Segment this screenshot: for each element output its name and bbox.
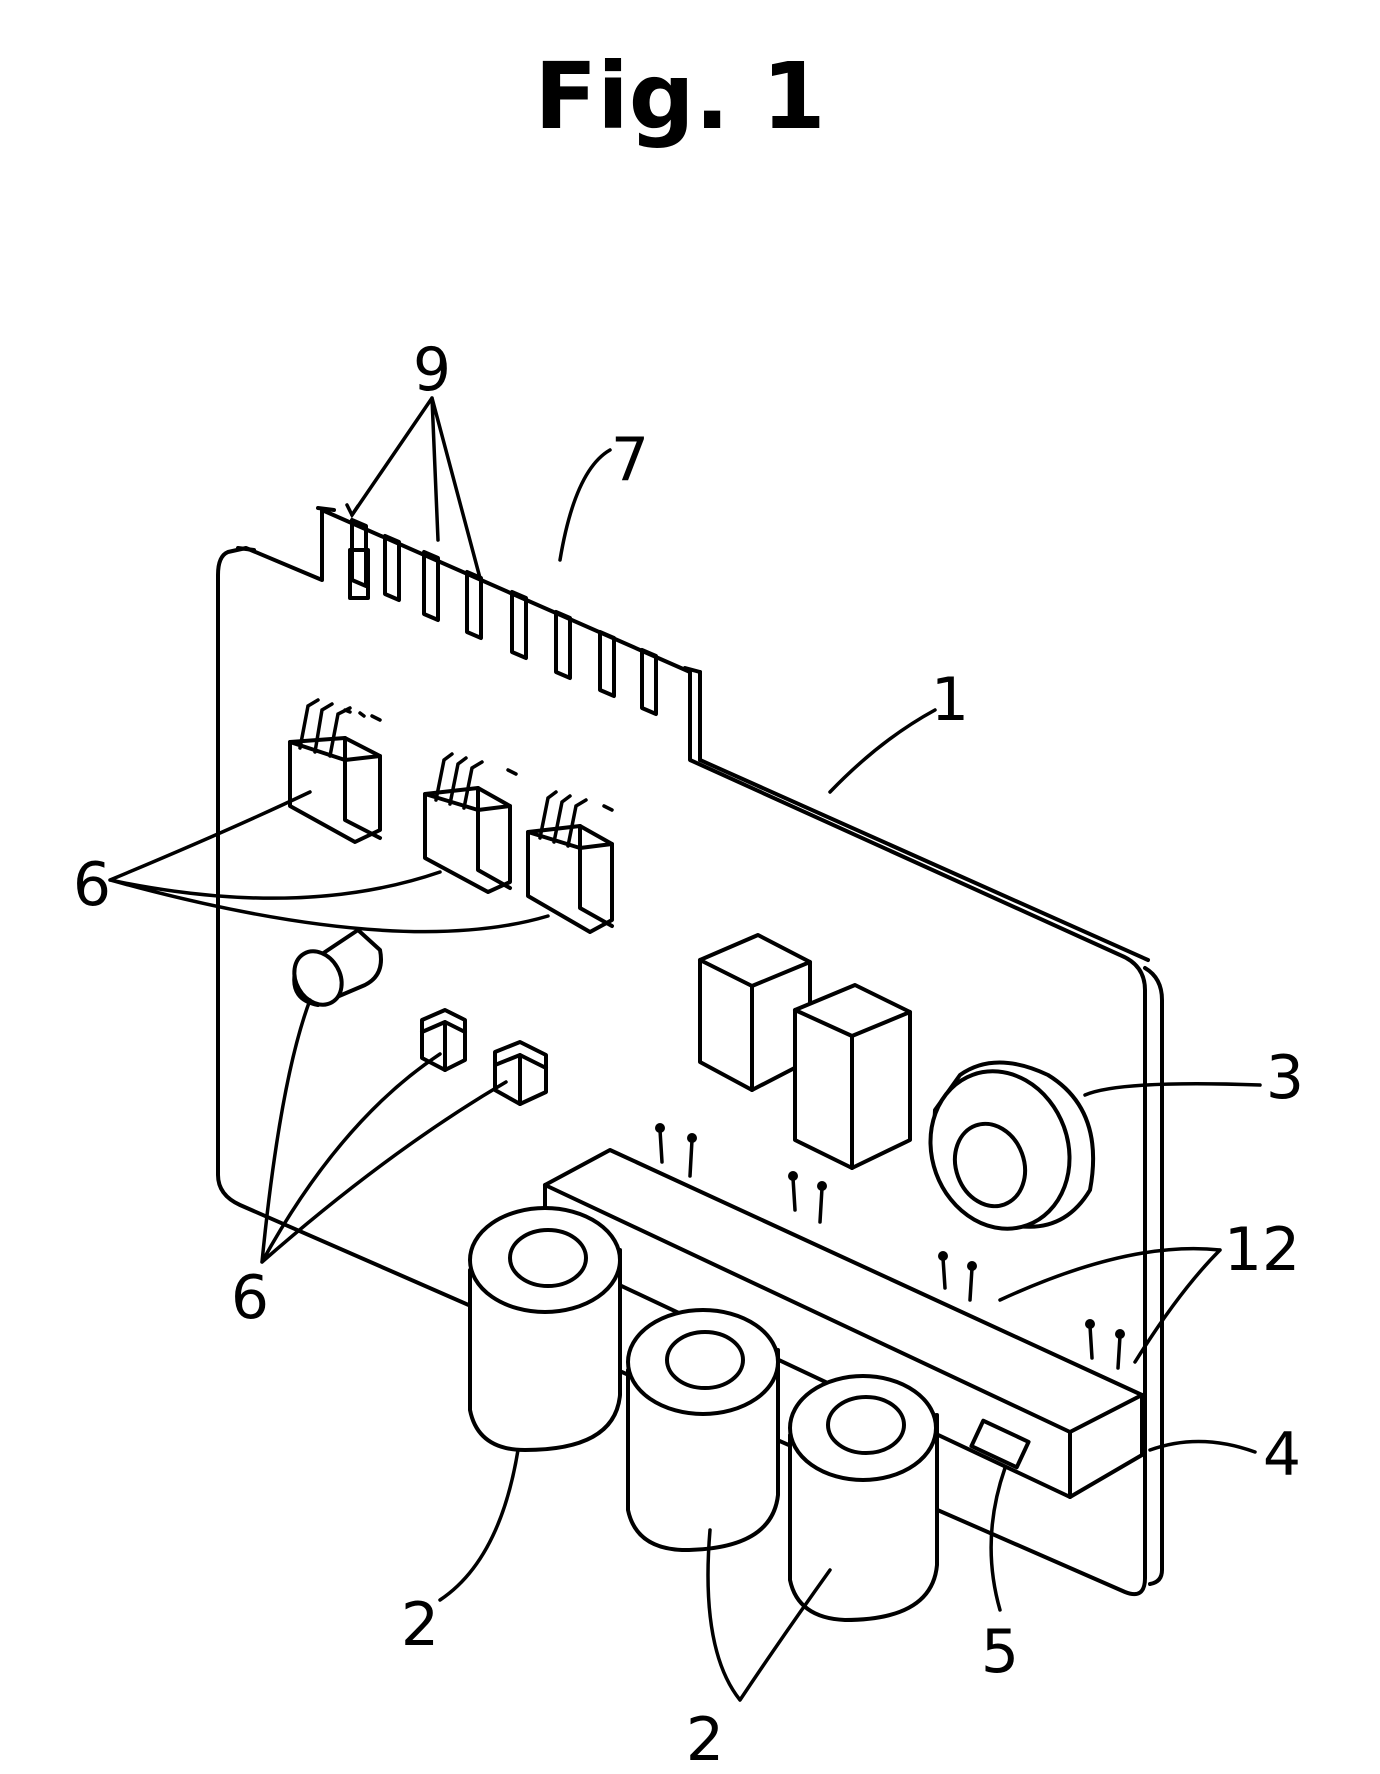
capacitor-3 [790,1376,937,1620]
label-components-lower: 6 [231,1263,269,1333]
smd-component-2 [495,1042,546,1104]
ic-component-3 [528,792,612,932]
edge-connector-contacts [352,520,656,714]
label-transformer: 3 [1266,1043,1304,1113]
label-edge-connector: 7 [611,425,649,495]
relay-block-2 [795,985,910,1168]
label-capacitor-bottom: 2 [686,1705,724,1774]
figure-title: Fig. 1 [534,43,825,150]
label-connector-strip: 4 [1263,1420,1301,1490]
toroid-transformer [909,1052,1093,1249]
label-connector-window: 5 [981,1617,1019,1687]
capacitor-2 [628,1310,778,1550]
capacitor-1 [470,1208,620,1450]
label-capacitor-left: 2 [401,1590,439,1660]
label-board: 1 [931,665,969,735]
cylinder-component [285,930,381,1013]
ic-component-1 [290,700,380,842]
label-contacts: 9 [413,335,451,405]
label-pins: 12 [1224,1215,1300,1285]
label-components-upper: 6 [73,850,111,920]
